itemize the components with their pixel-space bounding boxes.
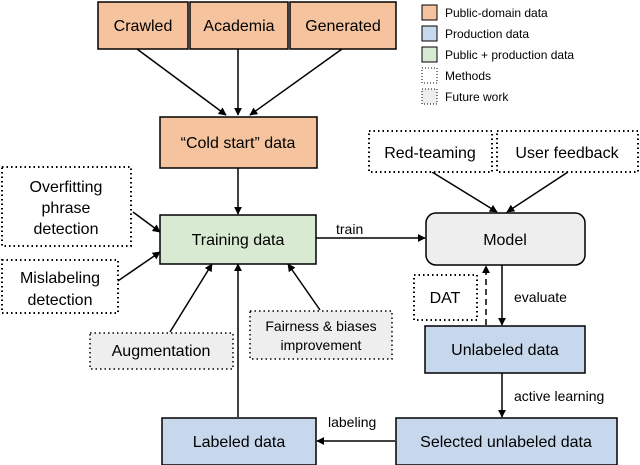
svg-text:Public + production data: Public + production data [445, 48, 574, 62]
svg-text:phrase: phrase [42, 200, 91, 217]
svg-text:“Cold start” data: “Cold start” data [181, 135, 296, 152]
svg-text:User feedback: User feedback [515, 145, 619, 162]
svg-text:Generated: Generated [305, 18, 381, 35]
svg-text:Crawled: Crawled [114, 18, 173, 35]
svg-text:detection: detection [28, 292, 93, 309]
legend: Public-domain data Production data Publi… [421, 4, 574, 105]
svg-text:Labeled data: Labeled data [193, 434, 286, 451]
node-unlabeled-data: Unlabeled data [424, 325, 586, 374]
node-training-data: Training data [159, 214, 317, 265]
edge-mislabeling-to-training [111, 251, 161, 286]
svg-text:Augmentation: Augmentation [112, 343, 211, 360]
svg-text:Red-teaming: Red-teaming [384, 145, 476, 162]
method-dat: DAT [413, 274, 478, 321]
edge-label-evaluate: evaluate [514, 289, 567, 305]
node-selected-unlabeled-data: Selected unlabeled data [395, 417, 618, 465]
edge-red-teaming-to-model [431, 171, 498, 213]
node-model: Model [425, 212, 586, 266]
svg-text:Model: Model [483, 232, 527, 249]
method-mislabeling-detection: Mislabeling detection [1, 259, 119, 314]
future-augmentation: Augmentation [89, 332, 234, 370]
svg-text:Fairness & biases: Fairness & biases [265, 318, 376, 334]
edge-label-labeling: labeling [328, 414, 376, 430]
method-overfitting-detection: Overfitting phrase detection [1, 166, 132, 247]
method-red-teaming: Red-teaming [368, 130, 493, 173]
future-fairness-biases: Fairness & biases improvement [249, 310, 393, 360]
node-crawled: Crawled [97, 1, 189, 50]
edge-user-feedback-to-model [506, 171, 569, 213]
svg-text:Production data: Production data [445, 27, 529, 41]
edge-fairness-to-training [287, 263, 321, 311]
edge-label-active-learning: active learning [514, 388, 604, 404]
svg-text:Mislabeling: Mislabeling [20, 270, 100, 287]
legend-future-work: Future work [421, 88, 509, 105]
svg-text:detection: detection [34, 221, 99, 238]
edge-overfitting-to-training [132, 211, 161, 233]
node-cold-start: “Cold start” data [159, 116, 318, 169]
edges [111, 48, 569, 445]
svg-text:Unlabeled data: Unlabeled data [451, 342, 559, 359]
legend-production: Production data [421, 25, 529, 42]
edge-generated-to-cold-start [249, 48, 343, 116]
svg-text:Overfitting: Overfitting [30, 179, 103, 196]
legend-public-production: Public + production data [421, 46, 574, 63]
edge-label-train: train [336, 221, 363, 237]
node-academia: Academia [189, 1, 289, 50]
legend-public-domain: Public-domain data [421, 4, 548, 21]
node-labeled-data: Labeled data [161, 417, 317, 465]
svg-text:Methods: Methods [445, 69, 491, 83]
svg-text:Academia: Academia [203, 18, 274, 35]
svg-text:Selected unlabeled data: Selected unlabeled data [420, 434, 592, 451]
svg-text:improvement: improvement [281, 337, 362, 353]
svg-text:DAT: DAT [430, 290, 461, 307]
svg-text:Future work: Future work [445, 90, 509, 104]
edge-crawled-to-cold-start [136, 48, 227, 116]
node-generated: Generated [289, 1, 397, 50]
svg-text:Public-domain data: Public-domain data [445, 6, 548, 20]
svg-text:Training data: Training data [192, 232, 285, 249]
edge-augmentation-to-training [169, 263, 213, 333]
method-user-feedback: User feedback [496, 130, 639, 173]
legend-methods: Methods [421, 67, 491, 84]
